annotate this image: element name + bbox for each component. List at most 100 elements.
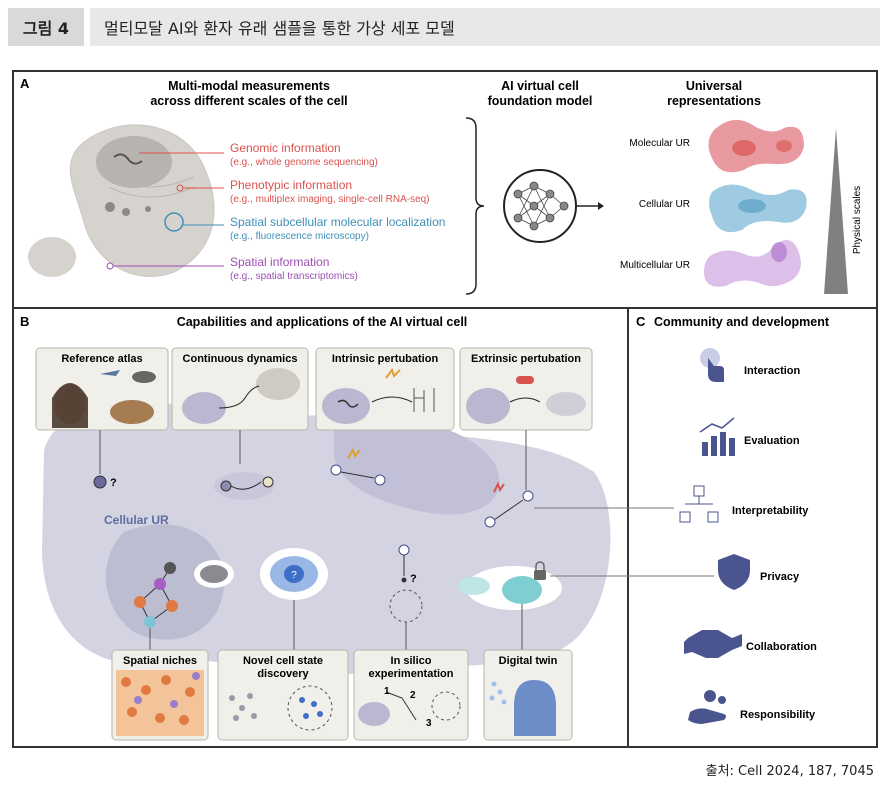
- dynamics-end: [262, 476, 274, 488]
- landscape-region-1: [334, 418, 500, 515]
- hand-pointer-icon: [700, 348, 720, 368]
- figure-canvas: A Multi-modal measurements across differ…: [14, 76, 876, 746]
- intrinsic-path: [340, 471, 375, 479]
- cellular-ur-label: Cellular UR: [104, 513, 169, 527]
- atlas-query-cell: [93, 475, 107, 489]
- box-extrinsic-pertubation-label: Extrinsic pertubation: [471, 353, 581, 365]
- extrinsic-end: [522, 490, 534, 502]
- atlas-query: ?: [110, 477, 117, 489]
- box-spatial-niches: Spatial niches: [111, 649, 209, 741]
- molecular-ur-core: [732, 140, 756, 156]
- collaboration-label: Collaboration: [746, 641, 817, 653]
- cellular-ur-core: [738, 199, 766, 213]
- info-subcellular-title: Spatial subcellular molecular localizati…: [230, 215, 445, 229]
- neural-network-icon: [503, 169, 577, 243]
- mouse-icon: [132, 371, 156, 383]
- multicellular-ur-core: [771, 242, 787, 262]
- box-reference-atlas: Reference atlas: [35, 347, 169, 431]
- source-caption: 출처: Cell 2024, 187, 7045: [705, 764, 874, 779]
- human-hair-icon: [52, 383, 88, 428]
- intrinsic-start: [330, 464, 342, 476]
- box-extrinsic-pertubation: Extrinsic pertubation: [459, 347, 593, 431]
- box-intrinsic-pertubation: Intrinsic pertubation: [315, 347, 455, 431]
- novel-state-cell: [200, 565, 228, 583]
- panel-b-heading: Capabilities and applications of the AI …: [177, 315, 468, 329]
- open-hand-icon: [688, 708, 726, 724]
- molecular-ur-blob: [708, 119, 804, 173]
- extrinsic-start: [484, 516, 496, 528]
- step-1: 1: [384, 686, 390, 697]
- info-subcellular-sub: (e.g., fluorescence microscopy): [230, 231, 369, 242]
- bar-chart-icon: [699, 417, 735, 456]
- step-2: 2: [410, 690, 416, 701]
- evaluation-label: Evaluation: [744, 435, 800, 447]
- spatial-dot: [106, 262, 114, 270]
- box-novel-cell-state: Novel cell state discovery: [217, 649, 349, 741]
- physical-scales-label: Physical scales: [852, 186, 863, 254]
- responsibility-label: Responsibility: [740, 709, 816, 721]
- panel-a-letter: A: [20, 76, 30, 91]
- handshake-icon: [684, 630, 742, 658]
- arrow-head: [598, 202, 604, 210]
- interpretability-label: Interpretability: [732, 505, 809, 517]
- info-spatial-sub: (e.g., spatial transcriptomics): [230, 271, 358, 282]
- twin-cell-right: [502, 576, 542, 604]
- decision-tree-icon: [679, 485, 719, 523]
- figure-number: 그림 4: [8, 8, 84, 46]
- box-reference-atlas-label: Reference atlas: [61, 353, 142, 365]
- panel-a-heading-mid-1: AI virtual cell: [501, 79, 579, 93]
- physical-scale-triangle: [824, 128, 848, 294]
- panel-a-heading-right-2: representations: [667, 94, 761, 108]
- info-spatial-title: Spatial information: [230, 255, 329, 269]
- rep-molecular-label: Molecular UR: [629, 138, 690, 149]
- step-3: 3: [426, 718, 432, 729]
- silico-start: [398, 544, 410, 556]
- intrinsic-lightning-icon: [347, 447, 361, 459]
- box-silico-label-1: In silico: [391, 655, 432, 667]
- digital-twin-figure: [514, 680, 556, 736]
- privacy-label: Privacy: [760, 571, 800, 583]
- panel-b-letter: B: [20, 314, 29, 329]
- gear-icon: [704, 690, 716, 702]
- panel-a-heading-mid-2: foundation model: [488, 94, 593, 108]
- box-intrinsic-pertubation-label: Intrinsic pertubation: [332, 353, 439, 365]
- panel-a-heading-left-1: Multi-modal measurements: [168, 79, 330, 93]
- box-digital-twin: Digital twin: [483, 649, 573, 741]
- box-spatial-niches-label: Spatial niches: [123, 655, 197, 667]
- twin-cell-left: [458, 577, 490, 595]
- panel-c-heading: Community and development: [654, 315, 830, 329]
- box-novel-label-2: discovery: [257, 668, 309, 680]
- shield-lock-icon: [718, 554, 750, 590]
- info-phenotypic-sub: (e.g., multiplex imaging, single-cell RN…: [230, 194, 430, 205]
- pill-icon: [516, 376, 534, 384]
- figure-title: 멀티모달 AI와 환자 유래 샘플을 통한 가상 세포 모델: [90, 8, 880, 46]
- panel-a-heading-left-2: across different scales of the cell: [150, 94, 347, 108]
- small-cell: [28, 237, 76, 277]
- dynamics-path: [230, 481, 262, 490]
- novel-query: ?: [291, 570, 297, 581]
- panel-c-letter: C: [636, 314, 646, 329]
- interaction-label: Interaction: [744, 365, 801, 377]
- gear-small-icon: [718, 696, 726, 704]
- info-genomic-sub: (e.g., whole genome sequencing): [230, 157, 378, 168]
- fish-icon: [100, 370, 120, 376]
- figure-frame: A Multi-modal measurements across differ…: [12, 70, 878, 748]
- silico-query: ?: [410, 573, 417, 585]
- extrinsic-lightning-icon: [493, 481, 505, 493]
- brace: [465, 117, 485, 295]
- box-novel-label-1: Novel cell state: [243, 655, 323, 667]
- spatial-niche-graph: [134, 562, 178, 628]
- multicellular-ur-blob: [704, 239, 801, 287]
- box-continuous-dynamics: Continuous dynamics: [171, 347, 309, 431]
- lock-icon: [534, 570, 546, 580]
- dynamics-region: [214, 472, 274, 500]
- rep-cellular-label: Cellular UR: [639, 199, 690, 210]
- box-continuous-dynamics-label: Continuous dynamics: [183, 353, 298, 365]
- extrinsic-path: [493, 499, 524, 521]
- box-silico-label-2: experimentation: [369, 668, 454, 680]
- novel-discovery-core: [284, 565, 304, 583]
- panel-a-heading-right-1: Universal: [686, 79, 742, 93]
- monkey-icon: [110, 400, 154, 424]
- molecular-ur-core-2: [776, 140, 792, 152]
- intrinsic-end: [374, 474, 386, 486]
